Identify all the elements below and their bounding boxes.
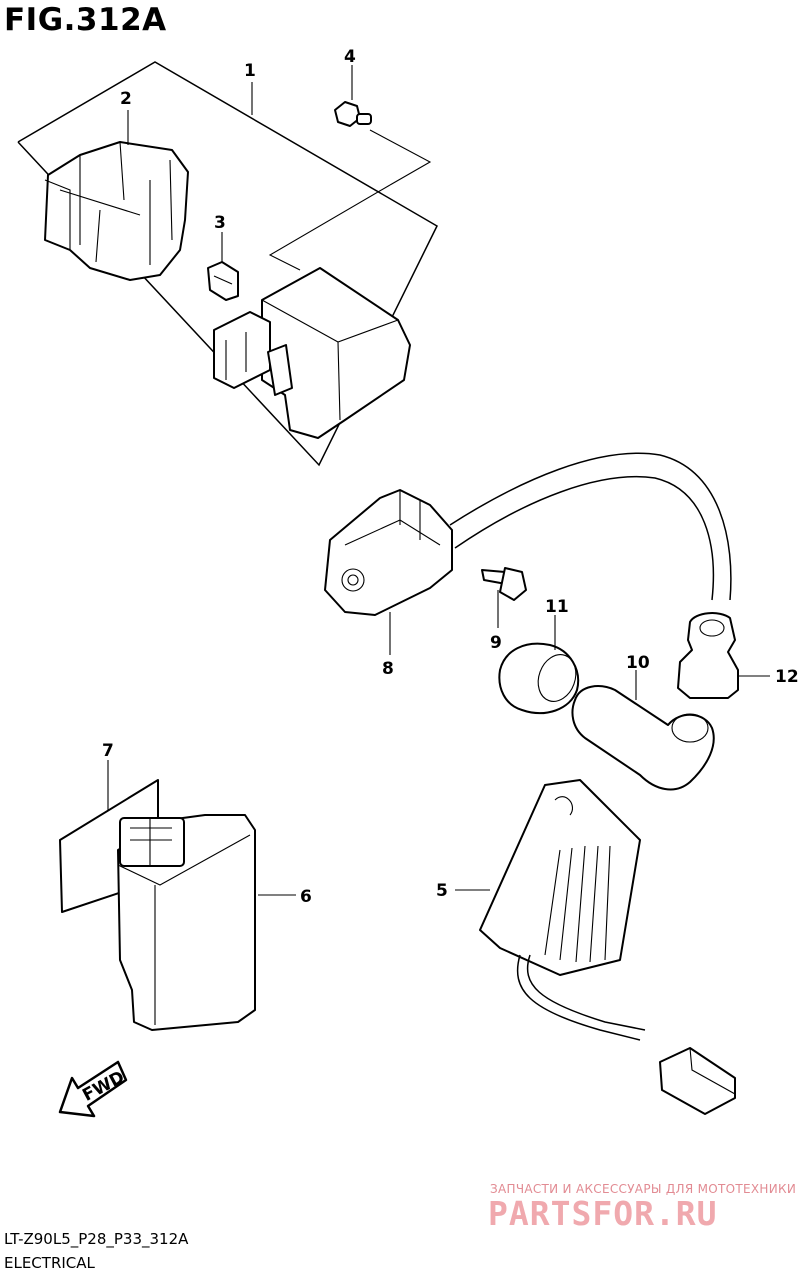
assembly-outline-1 [17, 61, 438, 467]
part-3-fuse[interactable] [207, 261, 239, 301]
part-2-cover[interactable] [44, 141, 189, 281]
callout-5: 5 [436, 881, 448, 901]
part-8-coil[interactable] [324, 489, 453, 616]
callout-4: 4 [344, 47, 356, 67]
fwd-arrow: FWD [58, 1060, 128, 1118]
part-12-boot[interactable] [677, 612, 739, 699]
callout-2: 2 [120, 89, 132, 109]
footer-code: LT-Z90L5_P28_P33_312A [4, 1230, 189, 1248]
ht-lead-cable[interactable] [449, 452, 732, 601]
part-6-module[interactable] [117, 814, 256, 1031]
part-11-ring[interactable] [498, 642, 582, 715]
relay-body[interactable] [213, 267, 411, 439]
callout-10: 10 [626, 653, 650, 673]
watermark-tagline: ЗАПЧАСТИ И АКСЕССУАРЫ ДЛЯ МОТОТЕХНИКИ [490, 1182, 797, 1196]
callout-11: 11 [545, 597, 569, 617]
figure-title: FIG.312A [4, 2, 167, 38]
callout-numbers: 1 2 3 4 5 6 7 8 9 10 11 12 [102, 47, 799, 907]
callout-9: 9 [490, 633, 502, 653]
leader-lines [107, 65, 770, 896]
part-9-bolt[interactable] [481, 567, 527, 601]
callout-7: 7 [102, 741, 114, 761]
footer-section: ELECTRICAL [4, 1254, 95, 1272]
callout-6: 6 [300, 887, 312, 907]
callout-1: 1 [244, 61, 256, 81]
callout-8: 8 [382, 659, 394, 679]
watermark-logo: PARTSFOR.RU [488, 1194, 718, 1233]
part-10-cap[interactable] [571, 685, 715, 791]
callout-3: 3 [214, 213, 226, 233]
part-4-bolt[interactable] [334, 101, 372, 127]
part-5-regulator[interactable] [479, 779, 736, 1115]
callout-12: 12 [775, 667, 799, 687]
